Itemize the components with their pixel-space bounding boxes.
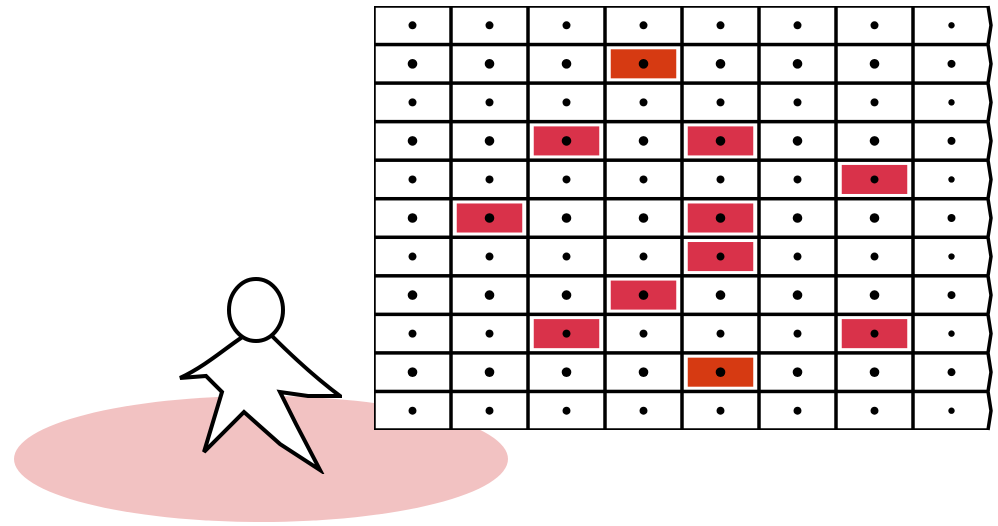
cell-dot [562, 136, 572, 146]
cell-dot [562, 213, 572, 223]
cell-dot [486, 21, 494, 29]
cell-dot [794, 253, 802, 261]
cell-dot [948, 291, 956, 299]
cell-dot [485, 367, 495, 377]
cell-dot [794, 330, 802, 338]
cell-dot [562, 367, 572, 377]
cell-dot [640, 253, 648, 261]
cell-dot [793, 213, 803, 223]
cell-dot [716, 136, 726, 146]
cell-dot [717, 175, 725, 183]
cell-dot [408, 213, 418, 223]
cell-dot [563, 253, 571, 261]
cell-dot [562, 290, 572, 300]
cell-dot [485, 290, 495, 300]
cell-dot [871, 175, 879, 183]
cell-dot [717, 253, 725, 261]
cell-dot [563, 21, 571, 29]
cell-dot [486, 98, 494, 106]
cell-dot [409, 407, 417, 415]
cell-dot [639, 136, 649, 146]
cell-dot [870, 290, 880, 300]
cell-dot [640, 407, 648, 415]
cell-dot [409, 175, 417, 183]
cell-dot [485, 59, 495, 69]
cell-dot [716, 367, 726, 377]
cell-dot [948, 99, 954, 105]
cell-dot [793, 290, 803, 300]
cell-dot [485, 213, 495, 223]
cell-dot [948, 253, 954, 259]
cell-dot [871, 330, 879, 338]
person-icon [176, 274, 342, 474]
cell-dot [716, 213, 726, 223]
cell-dot [639, 367, 649, 377]
cell-dot [639, 59, 649, 69]
cell-dot [408, 136, 418, 146]
cell-dot [486, 175, 494, 183]
cell-dot [717, 98, 725, 106]
cell-dot [948, 137, 956, 145]
cell-dot [948, 408, 954, 414]
cell-dot [409, 253, 417, 261]
cell-dot [409, 330, 417, 338]
cell-dot [870, 59, 880, 69]
cell-dot [794, 21, 802, 29]
cell-dot [640, 330, 648, 338]
cell-dot [408, 367, 418, 377]
person-body [180, 336, 340, 470]
cell-dot [640, 21, 648, 29]
cell-dot [794, 175, 802, 183]
cell-dot [794, 407, 802, 415]
cell-dot [948, 368, 956, 376]
cell-dot [409, 98, 417, 106]
cell-dot [948, 330, 954, 336]
cell-dot [409, 21, 417, 29]
cell-dot [640, 175, 648, 183]
cell-dot [563, 175, 571, 183]
person-head [229, 279, 283, 341]
cell-dot [486, 253, 494, 261]
cell-dot [948, 214, 956, 222]
cell-dot [639, 290, 649, 300]
cell-dot [948, 176, 954, 182]
cell-dot [793, 59, 803, 69]
cell-dot [562, 59, 572, 69]
cell-dot [948, 22, 954, 28]
cell-dot [793, 136, 803, 146]
cell-dot [485, 136, 495, 146]
cell-dot [563, 330, 571, 338]
cell-dot [870, 213, 880, 223]
cell-dot [717, 330, 725, 338]
cell-dot [486, 407, 494, 415]
cell-dot [793, 367, 803, 377]
cell-dot [871, 407, 879, 415]
cell-dot [871, 253, 879, 261]
cell-dot [563, 407, 571, 415]
cell-dot [948, 60, 956, 68]
cell-dot [408, 290, 418, 300]
cell-dot [871, 21, 879, 29]
cell-dot [870, 367, 880, 377]
cell-dot [640, 98, 648, 106]
cell-dot [563, 98, 571, 106]
cell-dot [639, 213, 649, 223]
cell-dot [870, 136, 880, 146]
cell-dot [716, 290, 726, 300]
cell-dot [408, 59, 418, 69]
cell-dot [794, 98, 802, 106]
cell-dot [871, 98, 879, 106]
cell-dot [717, 21, 725, 29]
dot-grid-panel [372, 4, 996, 432]
cell-dot [486, 330, 494, 338]
cell-dot [717, 407, 725, 415]
cell-dot [716, 59, 726, 69]
